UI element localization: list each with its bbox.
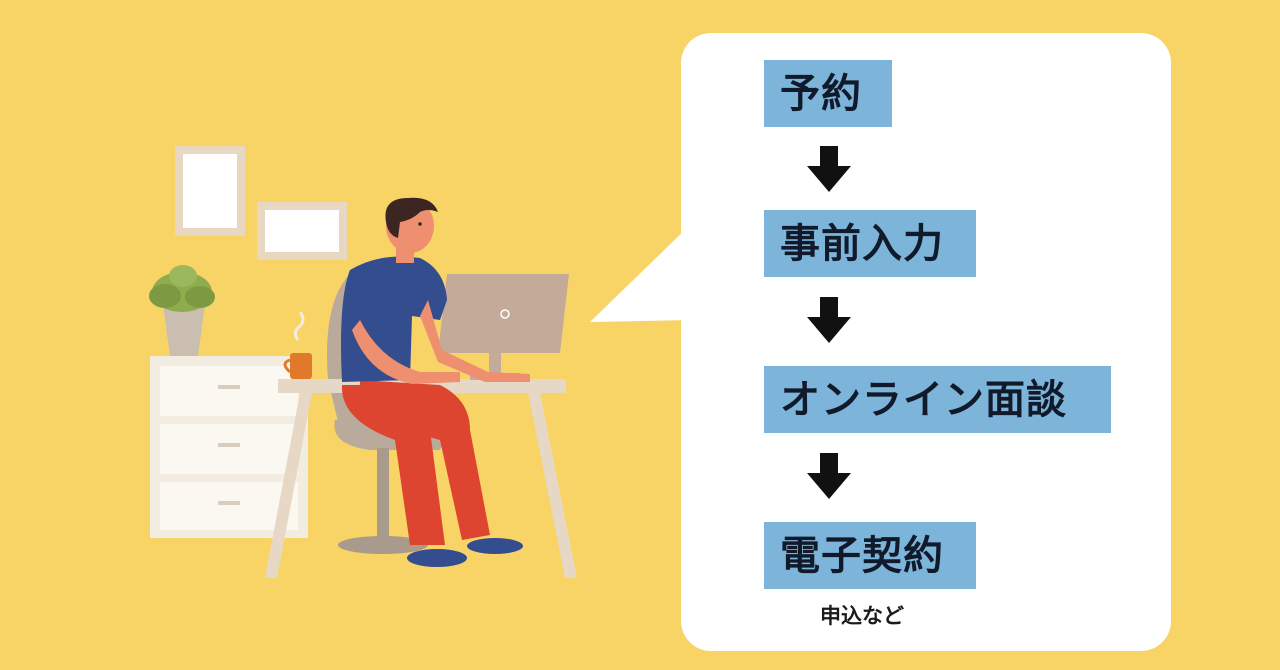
person-figure (341, 197, 530, 567)
flow-step-online-interview: オンライン面談 (764, 366, 1111, 433)
down-arrow-icon (807, 146, 851, 192)
flow-step-label: 電子契約 (780, 532, 944, 579)
flow-step-label: 予約 (780, 70, 862, 117)
down-arrow-icon (807, 297, 851, 343)
flow-step-label: オンライン面談 (780, 376, 1067, 423)
flow-note: 申込など (820, 604, 904, 628)
picture-frame-small (257, 202, 347, 260)
down-arrow-icon (807, 453, 851, 499)
potted-plant (149, 265, 215, 356)
flow-step-pre-input: 事前入力 (764, 210, 976, 277)
flow-step-label: 事前入力 (780, 220, 944, 267)
coffee-mug (283, 311, 312, 379)
flow-step-reservation: 予約 (764, 60, 892, 127)
flow-step-e-contract: 電子契約 (764, 522, 976, 589)
picture-frame-large (175, 146, 245, 236)
